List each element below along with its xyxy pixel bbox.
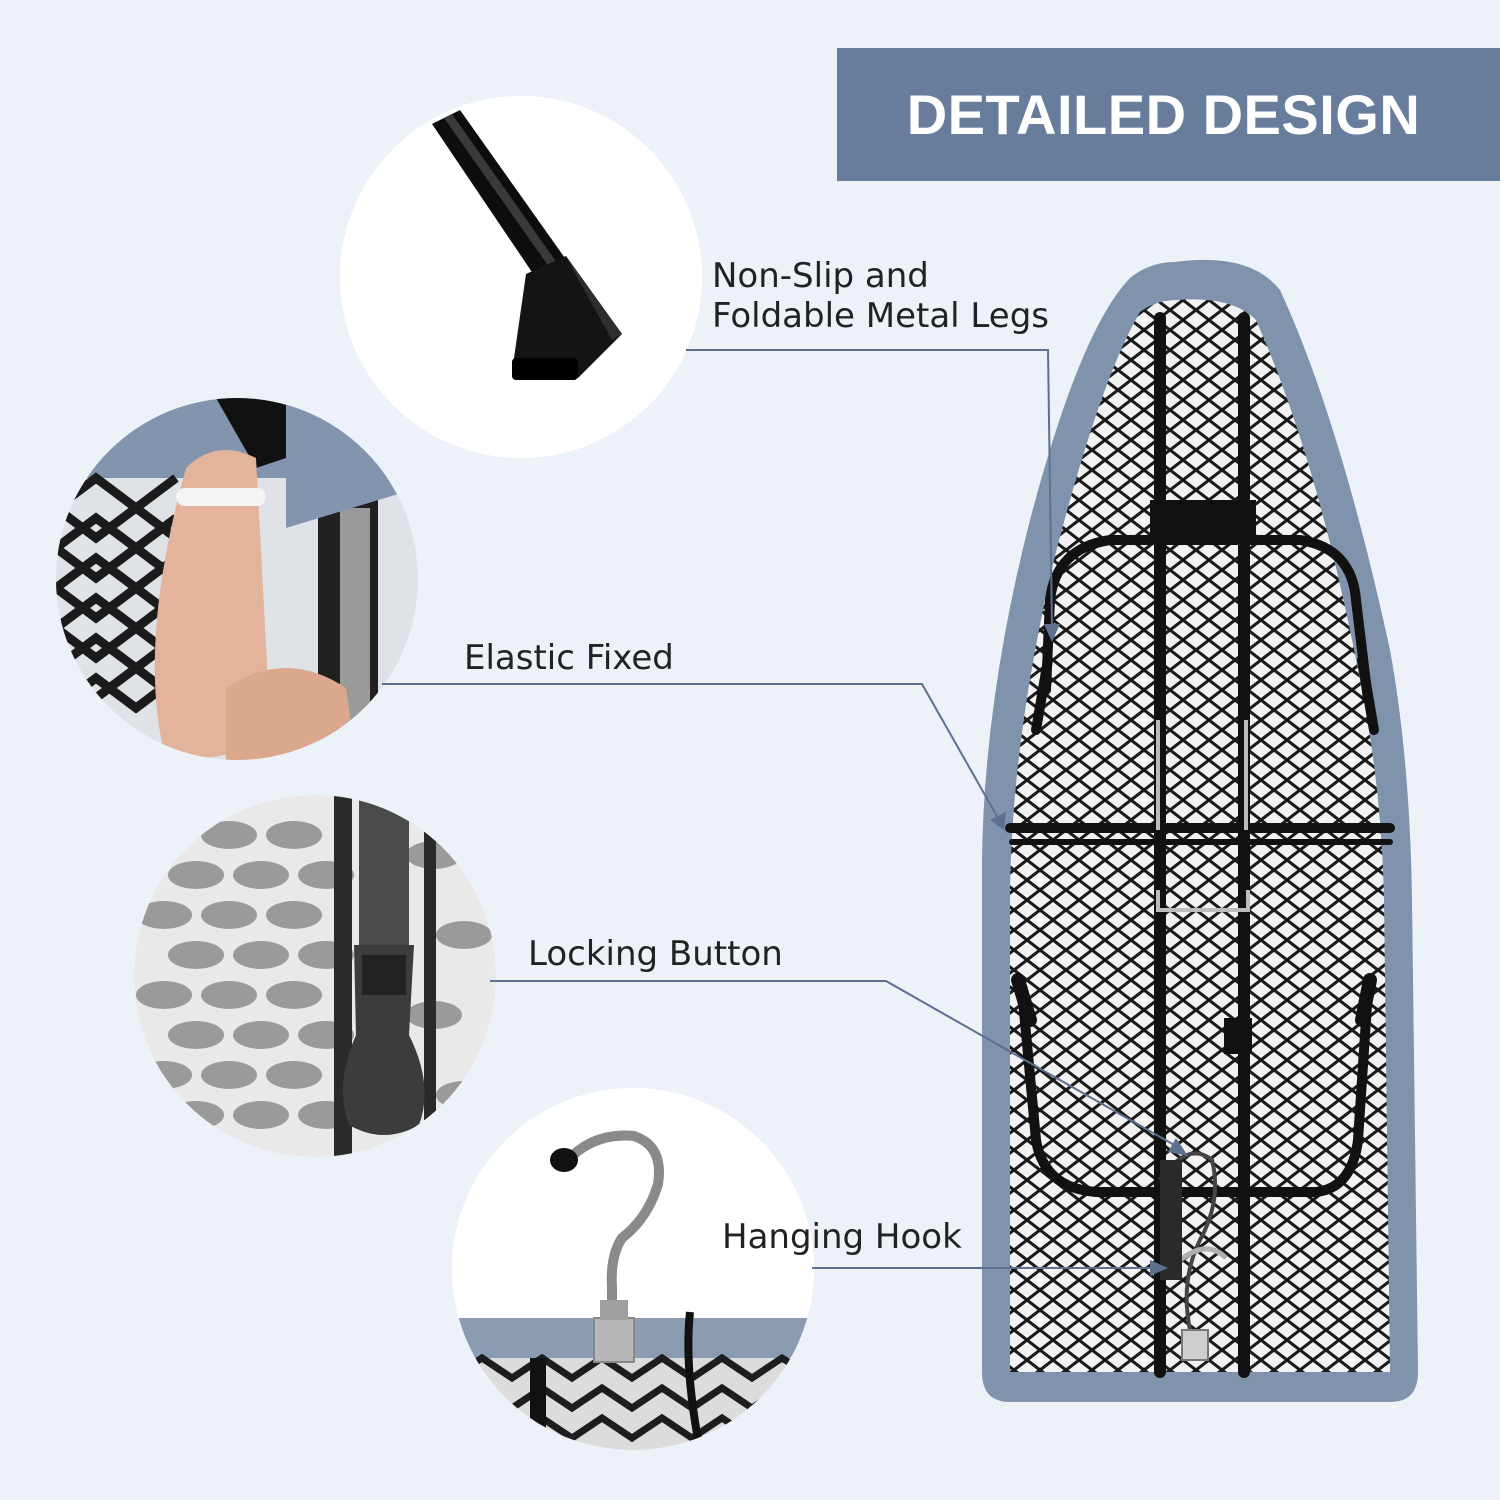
callout-locking-button: Locking Button xyxy=(528,934,783,974)
arrowhead-hook xyxy=(1150,1260,1168,1276)
leg-foot-detail-image xyxy=(340,96,702,458)
arrowhead-legs xyxy=(1044,624,1060,642)
title-banner: DETAILED DESIGN xyxy=(837,48,1500,181)
hanging-hook-detail-image xyxy=(452,1088,814,1450)
board-frame xyxy=(1005,312,1395,1378)
callout-legs: Non-Slip and Foldable Metal Legs xyxy=(712,256,1049,336)
locking-button-detail-image xyxy=(134,795,496,1157)
leader-line-legs xyxy=(686,349,1053,629)
board-cover xyxy=(982,259,1418,1403)
banner-title: DETAILED DESIGN xyxy=(906,83,1421,146)
elastic-strap-detail-image xyxy=(56,398,418,760)
board-hook xyxy=(1158,1151,1228,1361)
callout-legs-line1: Non-Slip and xyxy=(712,256,929,296)
callout-elastic: Elastic Fixed xyxy=(464,638,674,678)
leader-line-elastic xyxy=(382,683,999,819)
arrowhead-locking xyxy=(1168,1138,1188,1156)
board-mesh-surface xyxy=(1010,299,1390,1372)
arrowhead-elastic xyxy=(990,812,1006,830)
board-hinges xyxy=(1156,720,1250,912)
callout-legs-line2: Foldable Metal Legs xyxy=(712,296,1049,336)
callout-hanging-hook: Hanging Hook xyxy=(722,1217,962,1257)
